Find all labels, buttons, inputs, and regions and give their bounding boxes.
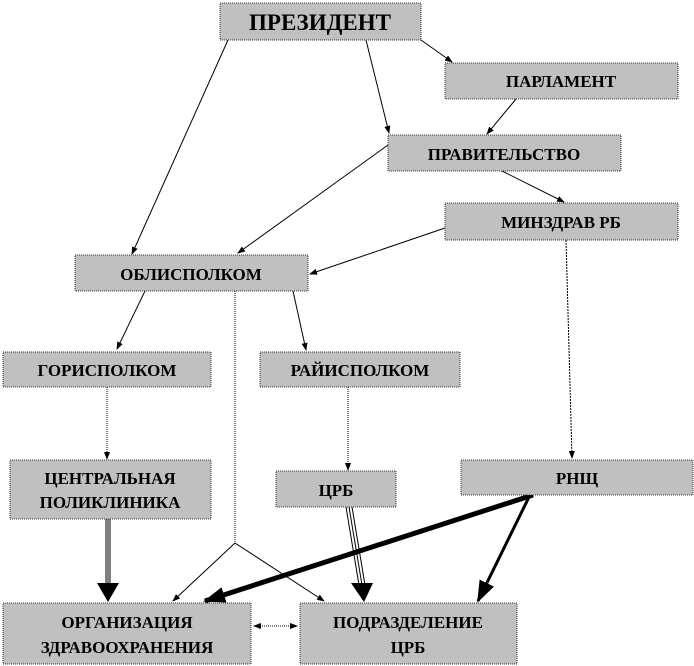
node-central-polyclinic: ЦЕНТРАЛЬНАЯ ПОЛИКЛИНИКА: [9, 459, 212, 520]
node-health-org: ОРГАНИЗАЦИЯ ЗДРАВООХРАНЕНИЯ: [2, 602, 252, 665]
node-label: ОБЛИСПОЛКОМ: [120, 265, 262, 284]
edge-minzdrav-rnpc: [565, 239, 575, 459]
edge-crb-crb-division: [351, 583, 373, 602]
node-rnpc: РНЩ: [460, 459, 694, 496]
node-crb: ЦРБ: [275, 470, 397, 508]
node-president: ПРЕЗИДЕНТ: [219, 2, 422, 41]
edge-oblispolkom-health-org: [172, 542, 236, 602]
node-label-line2: ЗДРАВООХРАНЕНИЯ: [41, 638, 214, 657]
edge-oblispolkom-gorispolkom: [116, 290, 146, 350]
edge-president-government: [365, 39, 391, 134]
edge-oblispolkom-rayispolkom: [292, 290, 308, 351]
node-label: ГОРИСПОЛКОМ: [38, 361, 177, 380]
node-label-line1: ОРГАНИЗАЦИЯ: [61, 613, 192, 632]
node-label-line2: ЦРБ: [391, 638, 426, 657]
node-parliament: ПАРЛАМЕНТ: [444, 62, 679, 100]
node-crb-division: ПОДРАЗДЕЛЕНИЕ ЦРБ: [299, 602, 518, 665]
node-label-line2: ПОЛИКЛИНИКА: [40, 493, 181, 512]
node-gorispolkom: ГОРИСПОЛКОМ: [2, 351, 212, 388]
edge-president-oblispolkom: [131, 39, 229, 255]
node-government: ПРАВИТЕЛЬСТВО: [387, 134, 622, 172]
node-label: РНЩ: [556, 469, 599, 488]
edge-oblispolkom-crb-division: [234, 542, 325, 602]
node-label: ЦРБ: [319, 481, 354, 500]
edge-polyclinic-health-org: [97, 583, 119, 602]
node-label-line1: ПОДРАЗДЕЛЕНИЕ: [333, 613, 483, 632]
edge-rnpc-crb-division: [476, 494, 532, 603]
node-label: РАЙИСПОЛКОМ: [291, 361, 430, 380]
node-label: ПРЕЗИДЕНТ: [249, 10, 391, 35]
node-label: ПРАВИТЕЛЬСТВО: [428, 145, 580, 164]
node-label: ПАРЛАМЕНТ: [506, 72, 617, 91]
node-label-line1: ЦЕНТРАЛЬНАЯ: [44, 469, 175, 488]
edge-rnpc-health-org: [203, 492, 534, 604]
node-oblispolkom: ОБЛИСПОЛКОМ: [74, 254, 309, 292]
node-minzdrav: МИНЗДРАВ РБ: [444, 202, 679, 241]
edge-parliament-government: [486, 98, 517, 135]
edge-minzdrav-oblispolkom: [309, 227, 446, 275]
node-label: МИНЗДРАВ РБ: [501, 213, 621, 232]
edge-government-minzdrav: [501, 170, 565, 203]
edge-president-parliament: [420, 39, 453, 63]
edge-government-oblispolkom: [237, 144, 389, 254]
node-rayispolkom: РАЙИСПОЛКОМ: [259, 351, 461, 388]
